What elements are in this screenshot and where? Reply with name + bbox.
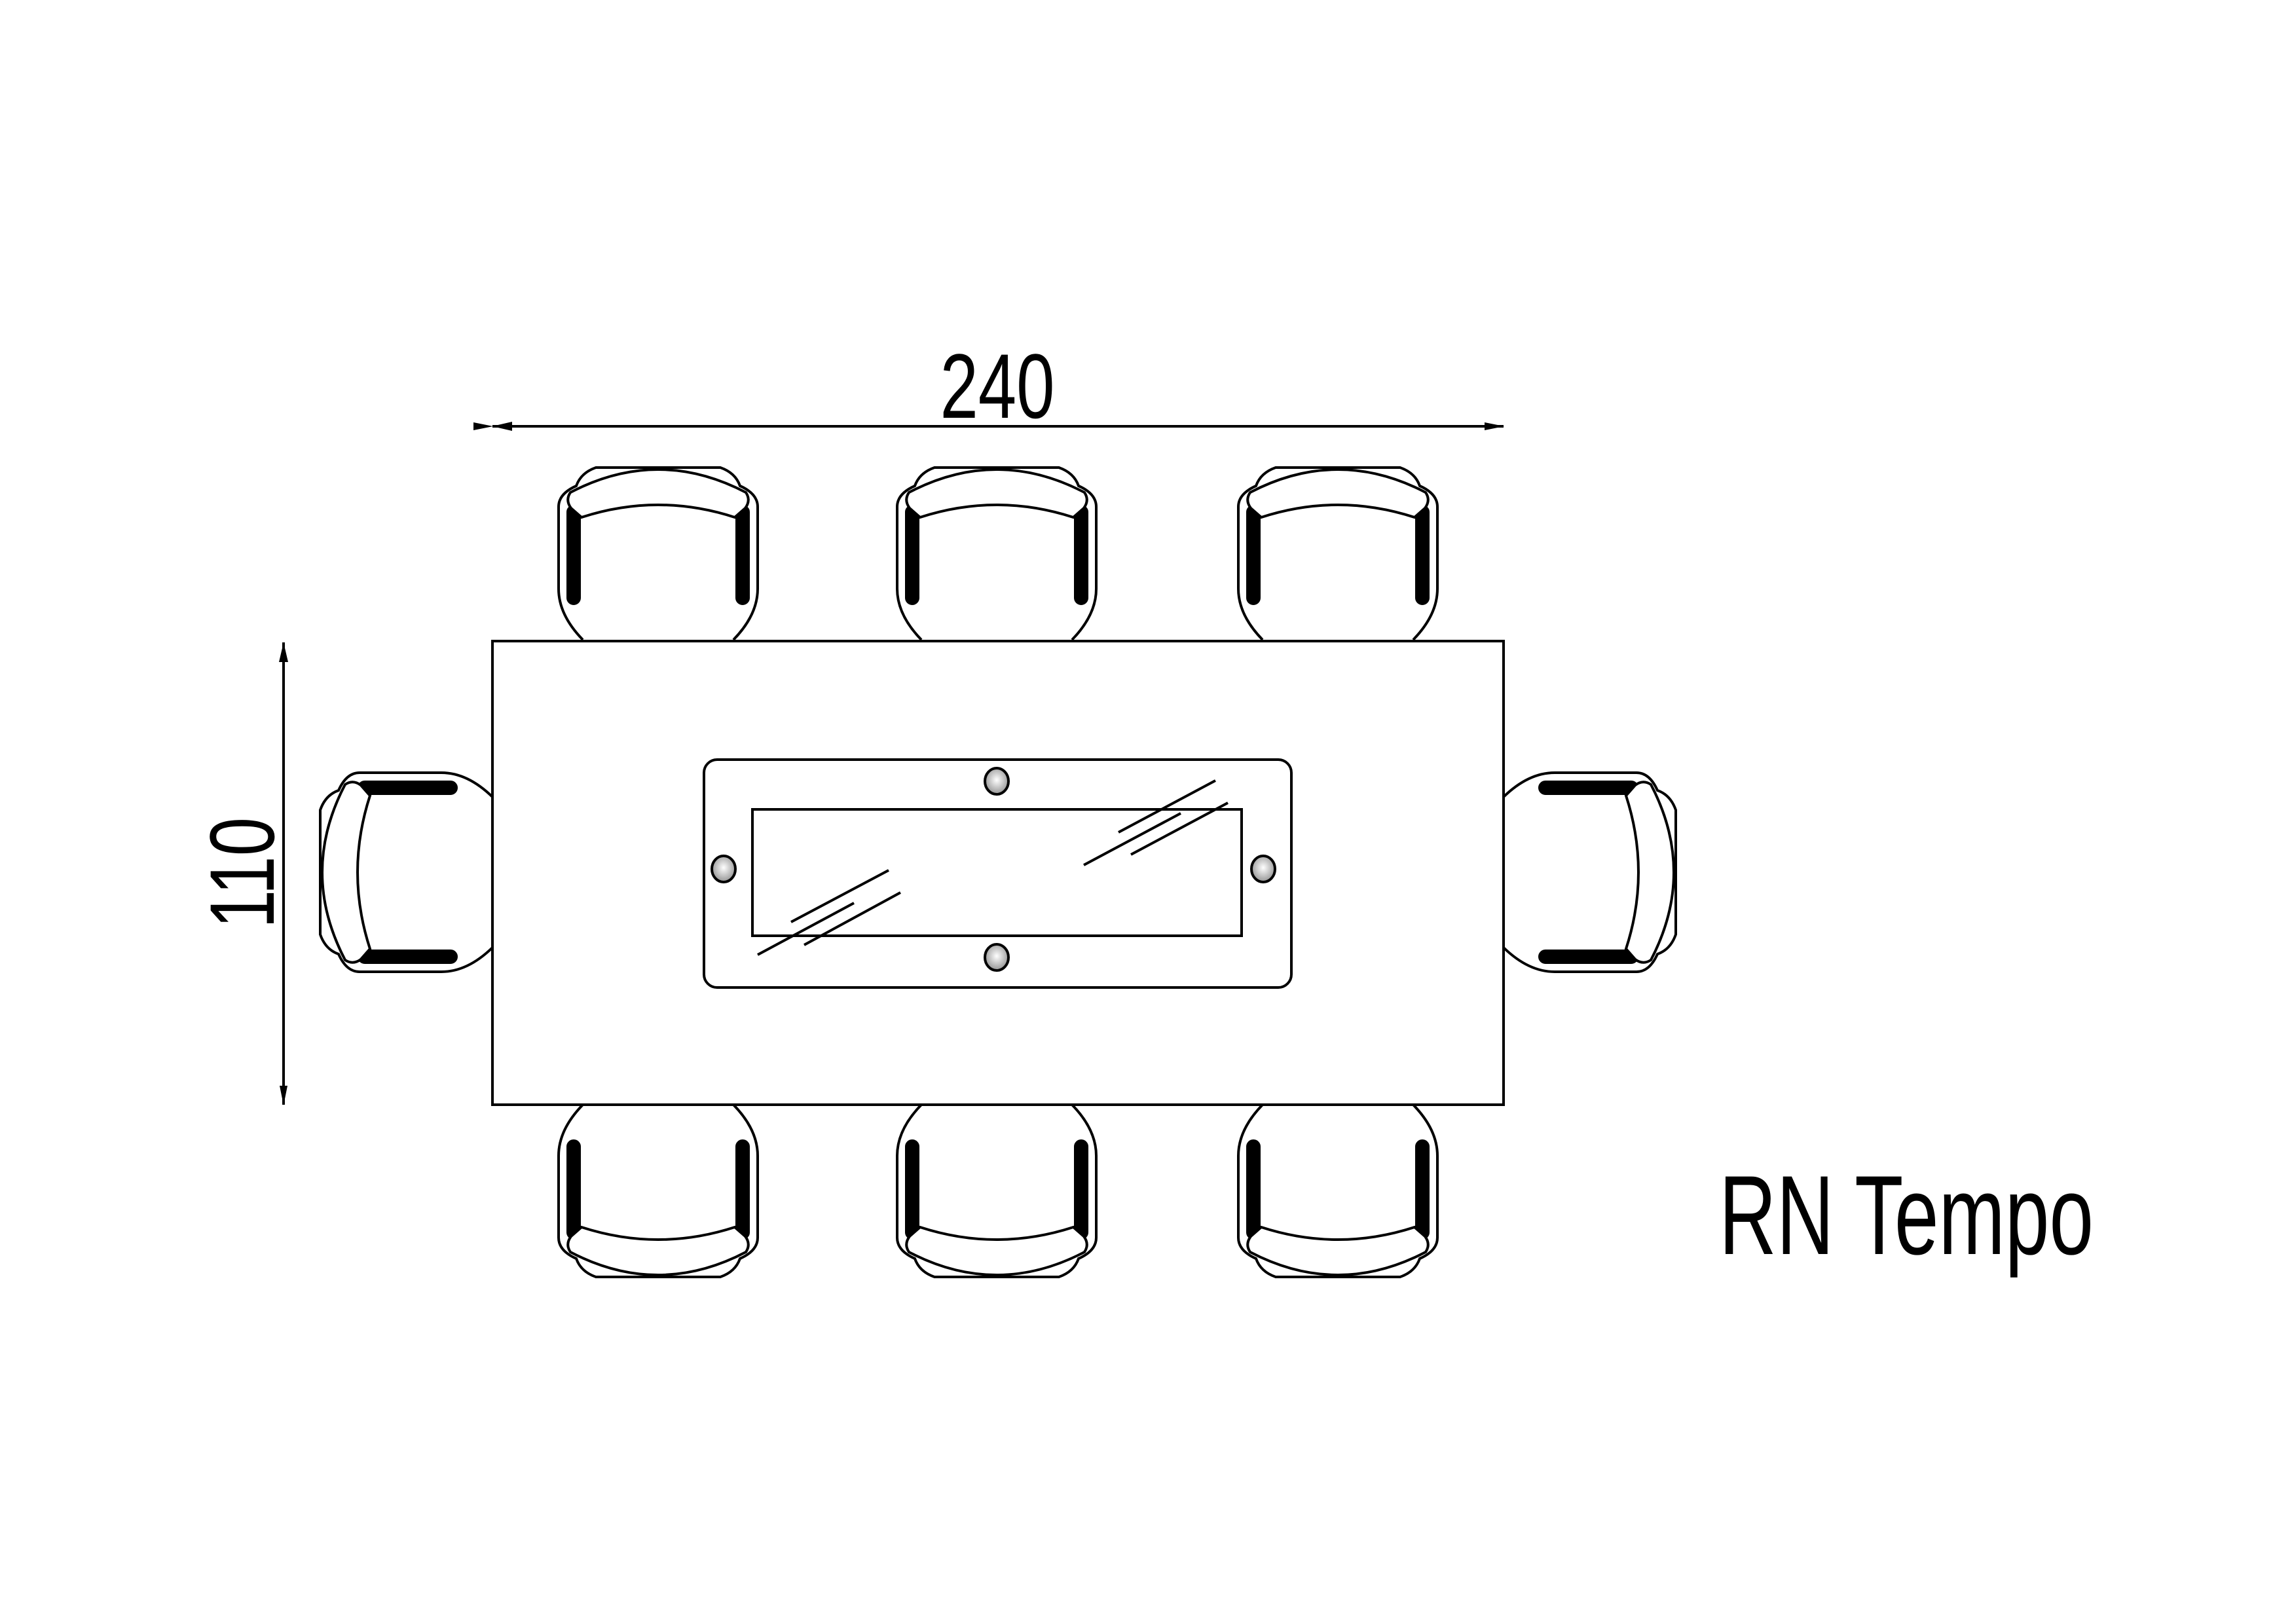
width-dimension-label: 110 bbox=[191, 817, 293, 929]
glass-panel bbox=[751, 808, 1243, 937]
chair-top-3 bbox=[1237, 466, 1439, 641]
arrowhead-top-icon bbox=[279, 642, 288, 662]
chair-top-1 bbox=[557, 466, 759, 641]
glass-reflection-right bbox=[1083, 779, 1229, 866]
arrowhead-left-icon bbox=[492, 422, 512, 431]
bolt-icon bbox=[1250, 855, 1276, 883]
chair-left-end bbox=[319, 771, 494, 973]
bolt-icon bbox=[711, 855, 737, 883]
chair-right-end bbox=[1502, 771, 1677, 973]
glass-panel-frame bbox=[703, 758, 1293, 989]
bolt-icon bbox=[984, 767, 1010, 796]
glass-reflection-left bbox=[757, 869, 901, 956]
chair-bottom-3 bbox=[1237, 1103, 1439, 1278]
chair-bottom-2 bbox=[896, 1103, 1098, 1278]
product-title: RN Tempo bbox=[1719, 1153, 2094, 1278]
table-top bbox=[491, 640, 1505, 1106]
bolt-icon bbox=[984, 943, 1010, 972]
chair-top-2 bbox=[896, 466, 1098, 641]
length-dimension-label: 240 bbox=[940, 335, 1055, 437]
chair-bottom-1 bbox=[557, 1103, 759, 1278]
